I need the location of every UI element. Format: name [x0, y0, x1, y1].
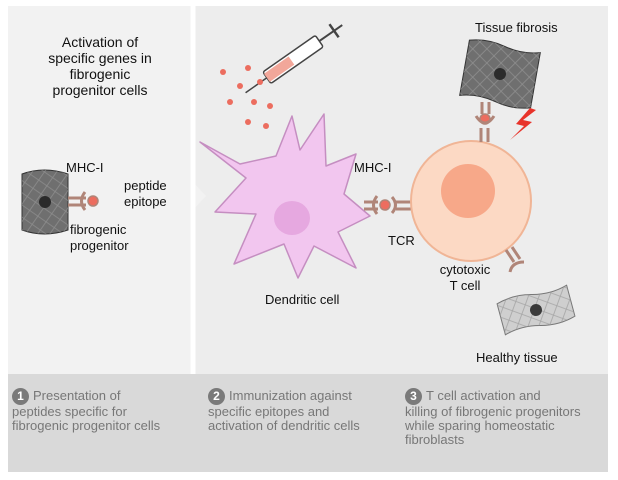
dendritic-cell [199, 113, 371, 279]
fibrosis-tissue [459, 39, 541, 109]
syringe [245, 23, 343, 94]
step-2-line-2: specific epitopes and [208, 404, 330, 419]
step-1-line-1: Presentation of [33, 387, 121, 403]
peptide-label-2: epitope [124, 194, 167, 209]
step-3-line-1: T cell activation and [426, 387, 541, 403]
heading-line-4: progenitor cells [52, 82, 148, 98]
progenitor-label-1: fibrogenic [70, 222, 127, 237]
tcr-label: TCR [388, 233, 415, 248]
step-2-line-1: Immunization against [229, 387, 352, 403]
peptide-epitope-right [379, 199, 391, 211]
step-2-line-3: activation of dendritic cells [208, 418, 360, 433]
diagram-canvas [8, 6, 608, 472]
t-cell-label-1: cytotoxic [439, 262, 491, 277]
t-cell-receptor-lower [504, 246, 525, 273]
step-2-number: 2 [208, 388, 225, 405]
peptide-label-1: peptide [124, 178, 167, 193]
fibrosis-contact [474, 102, 496, 142]
step-3-line-3: while sparing homeostatic [405, 418, 555, 433]
progenitor-label-2: progenitor [70, 238, 129, 253]
step-3-number: 3 [405, 388, 422, 405]
heading-line-1: Activation of [61, 34, 139, 50]
t-cell-nucleus [441, 164, 495, 218]
footer-band [8, 374, 608, 472]
step-3-line-4: fibroblasts [405, 432, 465, 447]
t-cell-label-2: T cell [449, 278, 481, 293]
mhc-right-label: MHC-I [354, 160, 392, 175]
peptide-epitope-left [87, 195, 99, 207]
heading-line-3: fibrogenic [69, 66, 131, 82]
step-1-line-3: fibrogenic progenitor cells [12, 418, 161, 433]
fibrogenic-progenitor-cell [21, 169, 69, 235]
mhc-left [68, 191, 87, 211]
healthy-tissue-label: Healthy tissue [476, 350, 558, 365]
tissue-fibrosis-label: Tissue fibrosis [475, 20, 558, 35]
dendritic-nucleus [274, 201, 310, 235]
panel-arrow [193, 182, 206, 210]
mhc-right [364, 195, 379, 215]
mhc-left-label: MHC-I [66, 160, 104, 175]
heading-line-2: specific genes in [48, 50, 152, 66]
lightning-bolt-icon [510, 108, 536, 140]
step-3-line-2: killing of fibrogenic progenitors [405, 404, 581, 419]
healthy-tissue [496, 284, 576, 336]
dendritic-cell-label: Dendritic cell [265, 292, 340, 307]
step-1-number: 1 [12, 388, 29, 405]
step-1-line-2: peptides specific for [12, 404, 127, 419]
